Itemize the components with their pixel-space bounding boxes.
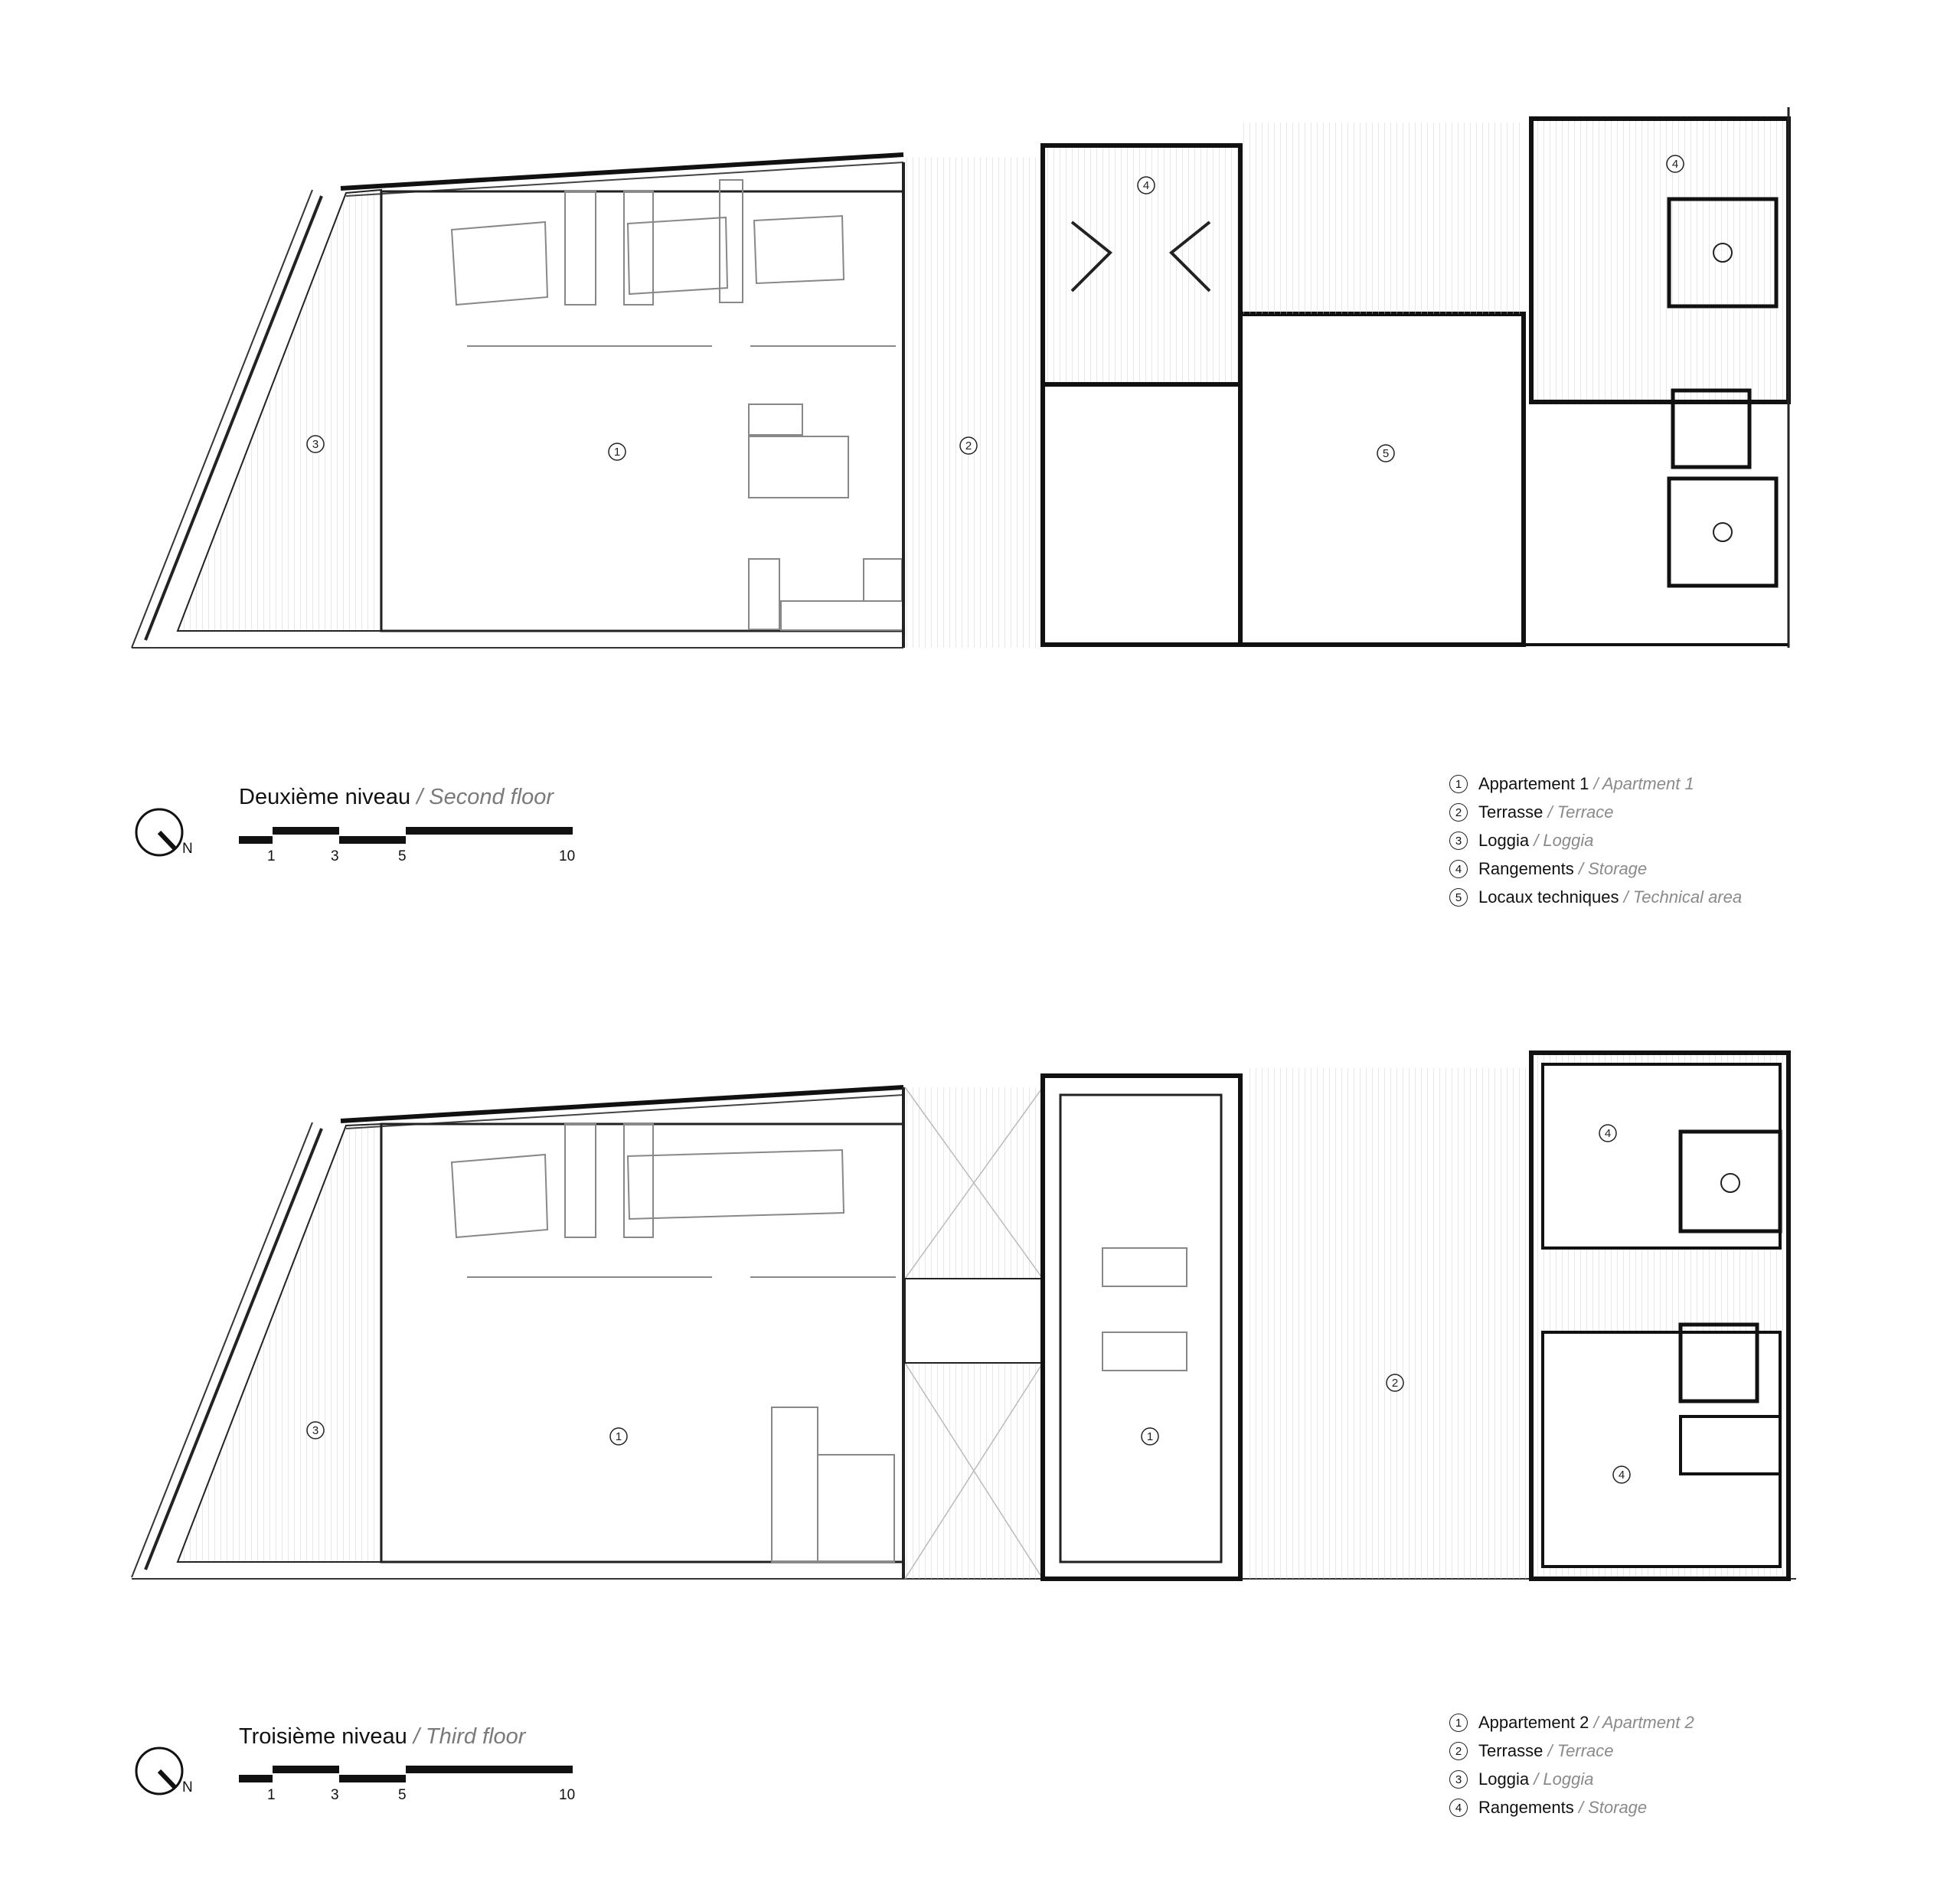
room-number-marker: 4 (1137, 176, 1155, 194)
room-number: 2 (1392, 1377, 1398, 1390)
room-number: 2 (965, 439, 972, 453)
legend-label-fr: Terrasse (1478, 1741, 1544, 1760)
floor-title-en: / Second floor (416, 785, 554, 809)
room-number: 3 (312, 438, 318, 451)
legend-number: 4 (1449, 860, 1468, 878)
stair-top (1678, 1129, 1782, 1233)
floor-title-fr: Deuxième niveau (239, 785, 411, 809)
apartment-1-walls (380, 190, 905, 632)
room-number: 4 (1143, 179, 1149, 192)
room-number-marker: 3 (306, 435, 325, 453)
stair-top (1667, 197, 1779, 309)
scale-label: 1 (267, 1787, 276, 1803)
north-label: N (182, 841, 193, 857)
floor-title-fr: Troisième niveau (239, 1724, 407, 1749)
room-number: 4 (1672, 158, 1678, 171)
legend-number: 1 (1449, 1714, 1468, 1732)
legend-number: 1 (1449, 775, 1468, 793)
storage-right (1529, 116, 1791, 404)
room-number-marker: 5 (1377, 444, 1395, 462)
legend-number: 4 (1449, 1799, 1468, 1817)
room-number-marker: 1 (1141, 1427, 1159, 1446)
room-number: 4 (1619, 1469, 1625, 1482)
room-number-marker: 2 (1386, 1374, 1404, 1392)
legend-number: 3 (1449, 832, 1468, 850)
legend-label-en: / Loggia (1534, 1769, 1594, 1789)
room-number-marker: 4 (1599, 1124, 1617, 1142)
room-number: 4 (1605, 1127, 1611, 1140)
room-number: 3 (312, 1424, 318, 1437)
room-number-marker: 4 (1666, 155, 1684, 173)
technical-area (1238, 312, 1526, 647)
legend-label-en: / Terrace (1547, 1741, 1614, 1760)
scale-label: 5 (398, 1787, 407, 1803)
terrace-area (905, 157, 1043, 648)
legend-label-fr: Appartement 1 (1478, 774, 1589, 793)
legend-number: 5 (1449, 888, 1468, 907)
lift (1671, 388, 1752, 469)
legend-label-fr: Loggia (1478, 831, 1530, 850)
scale-label: 3 (331, 848, 339, 864)
legend-label-en: / Apartment 2 (1593, 1713, 1694, 1732)
legend-label-en: / Apartment 1 (1593, 774, 1694, 793)
legend-label-fr: Appartement 2 (1478, 1713, 1589, 1732)
room-number: 1 (1147, 1430, 1153, 1443)
room-number-marker: 4 (1612, 1465, 1631, 1484)
apartment-1-walls (380, 1122, 905, 1563)
legend-label-en: / Terrace (1547, 802, 1614, 822)
floor-title: Deuxième niveau / Second floor (239, 785, 554, 810)
legend-number: 2 (1449, 803, 1468, 822)
legend-label-en: / Technical area (1623, 887, 1743, 907)
legend-number: 2 (1449, 1742, 1468, 1760)
legend-label-fr: Rangements (1478, 859, 1574, 878)
apartment-2-walls (1040, 1073, 1243, 1581)
lift (1678, 1322, 1759, 1403)
loggia-railing (131, 189, 313, 649)
room-number-marker: 1 (609, 1427, 628, 1446)
legend-label-en: / Storage (1578, 859, 1648, 878)
legend-label-fr: Loggia (1478, 1769, 1530, 1789)
scale-bar (239, 1766, 573, 1782)
north-arrow (135, 1746, 184, 1795)
scale-label: 3 (331, 1787, 339, 1803)
legend-number: 3 (1449, 1770, 1468, 1789)
legend-label-fr: Locaux techniques (1478, 887, 1619, 907)
floor-title-en: / Third floor (413, 1724, 526, 1749)
room-number-marker: 3 (306, 1421, 325, 1439)
scale-label: 5 (398, 848, 407, 864)
room-number: 1 (616, 1430, 622, 1443)
floor-title: Troisième niveau / Third floor (239, 1724, 525, 1750)
terrace-area (1248, 1068, 1531, 1579)
legend-label-en: / Storage (1578, 1798, 1648, 1817)
legend-label-en: / Loggia (1534, 831, 1594, 850)
loggia-area (176, 1122, 382, 1563)
north-arrow (135, 808, 184, 857)
scale-bar (239, 827, 573, 844)
scale-label: 10 (559, 1787, 576, 1803)
room-number: 5 (1383, 447, 1389, 460)
legend-label-fr: Rangements (1478, 1798, 1574, 1817)
scale-label: 10 (559, 848, 576, 864)
scale-label: 1 (267, 848, 276, 864)
stair-bottom (1667, 476, 1779, 588)
loggia-area (176, 188, 382, 632)
second-floor-plan: 3 1 2 4 5 4 (131, 107, 1791, 649)
north-label: N (182, 1779, 193, 1795)
third-floor-plan: 3 1 1 2 4 4 (131, 1050, 1796, 1581)
room-number-marker: 1 (608, 443, 626, 461)
room-number-marker: 2 (959, 436, 978, 455)
room-number: 1 (614, 446, 620, 459)
legend-label-fr: Terrasse (1478, 802, 1544, 822)
